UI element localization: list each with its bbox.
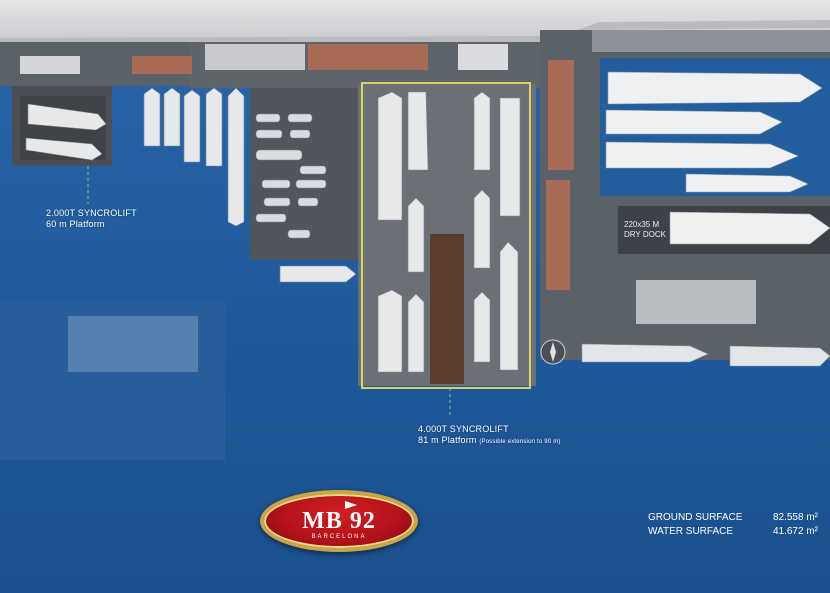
quay-yachts <box>581 343 830 367</box>
big-syncrolift-platform: 81 m Platform <box>418 435 477 445</box>
yacht <box>669 211 830 245</box>
small-boat <box>263 197 291 207</box>
big-syncrolift-label: 4.000T SYNCROLIFT 81 m Platform (Possibl… <box>418 424 561 448</box>
big-syncrolift-note: (Possible extension to 90 m) <box>479 439 561 445</box>
logo-city: BARCELONA <box>311 534 367 540</box>
surface-row-water: WATER SURFACE 41.672 m² <box>648 525 818 539</box>
syncrolift-yachts <box>377 91 521 373</box>
small-syncrolift-label: 2.000T SYNCROLIFT 60 m Platform <box>46 208 137 230</box>
small-boat <box>287 229 311 239</box>
small-syncrolift-title: 2.000T SYNCROLIFT <box>46 208 137 218</box>
central-shed-3 <box>458 44 508 70</box>
logo-name: MB 92 <box>302 508 376 534</box>
central-shed-1 <box>205 44 305 70</box>
yacht <box>227 87 245 227</box>
yacht <box>205 87 223 167</box>
yacht <box>407 91 429 171</box>
yacht <box>407 293 425 373</box>
yacht <box>499 241 519 371</box>
yacht <box>143 87 161 147</box>
small-boat <box>297 197 319 207</box>
red-shed-b <box>546 180 570 290</box>
small-boat <box>299 165 327 175</box>
compass-needle <box>550 342 556 362</box>
yacht <box>163 87 181 147</box>
yacht <box>729 345 830 367</box>
left-shed-red <box>132 56 192 74</box>
surface-row-ground: GROUND SURFACE 82.558 m² <box>648 511 818 525</box>
small-boat <box>255 213 287 223</box>
dry-dock-name: DRY DOCK <box>624 230 666 239</box>
surface-value: 41.672 m² <box>772 526 818 537</box>
dry-dock-label: 220x35 M DRY DOCK <box>624 220 666 240</box>
yacht <box>279 265 357 283</box>
big-syncrolift-subtitle: 81 m Platform (Possible extension to 90 … <box>418 435 561 448</box>
small-boat <box>287 113 313 123</box>
basin-yachts <box>605 71 830 245</box>
yacht <box>473 189 491 269</box>
yacht <box>27 103 107 131</box>
yacht <box>499 97 521 217</box>
flag-icon <box>345 501 357 509</box>
submerged-shed <box>68 316 198 372</box>
yacht <box>377 91 403 221</box>
left-shed <box>20 56 80 74</box>
surface-table: GROUND SURFACE 82.558 m² WATER SURFACE 4… <box>648 511 818 539</box>
coastal-road <box>0 20 830 46</box>
dry-dock-size: 220x35 M <box>624 220 660 229</box>
yacht <box>605 109 783 135</box>
small-boat <box>255 149 303 161</box>
surface-name: GROUND SURFACE <box>648 512 743 523</box>
yacht <box>685 173 809 193</box>
big-syncrolift-title: 4.000T SYNCROLIFT <box>418 424 509 434</box>
syncrolift-4000-platform <box>430 234 464 384</box>
surface-name: WATER SURFACE <box>648 526 734 537</box>
surface-value: 82.558 m² <box>772 512 818 523</box>
red-shed-a <box>548 60 574 170</box>
small-boats <box>255 113 327 239</box>
right-upper-shed <box>592 30 830 52</box>
left-yachts <box>25 87 357 283</box>
right-lower-shed <box>636 280 756 324</box>
yacht <box>183 89 201 163</box>
yacht <box>407 197 425 273</box>
mb92-logo: MB 92 BARCELONA <box>260 490 418 552</box>
small-boat <box>295 179 327 189</box>
syncrolift-4000-frame <box>361 82 531 389</box>
yacht <box>605 141 799 169</box>
small-boat <box>289 129 311 139</box>
yacht <box>581 343 709 363</box>
yacht <box>25 137 103 161</box>
yacht <box>473 291 491 363</box>
small-syncrolift-subtitle: 60 m Platform <box>46 219 105 229</box>
yacht <box>377 289 403 373</box>
small-boat <box>255 129 283 139</box>
central-shed-2 <box>308 44 428 70</box>
yacht <box>473 91 491 171</box>
small-boat <box>261 179 291 189</box>
yacht <box>607 71 823 105</box>
small-boat <box>255 113 281 123</box>
